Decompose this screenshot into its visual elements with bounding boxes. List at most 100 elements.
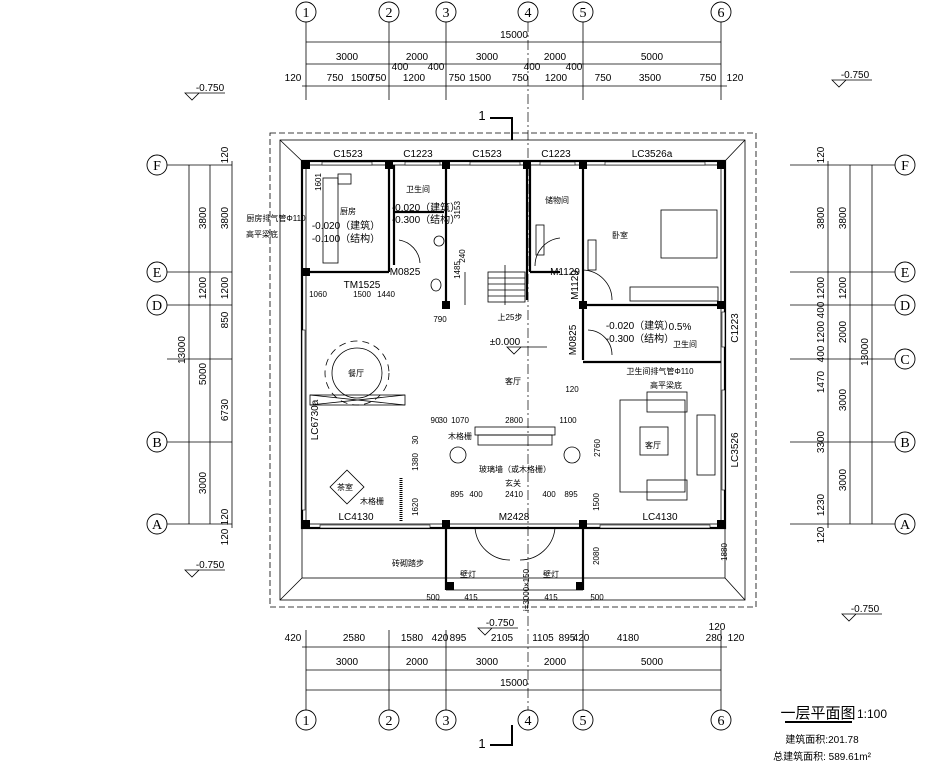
stairs [487,265,526,305]
column [442,520,450,528]
dim-detail-top: 400 [524,62,541,73]
dim-detail-right: 1230 [816,493,827,516]
dim-detail-bottom: 2105 [491,633,514,644]
axis-bubble [378,1,400,23]
washbasin-icon [430,278,442,292]
interior-dim: 1440 [377,290,395,299]
doors [398,237,613,561]
window-label: C1523 [472,149,502,160]
interior-dim: 400 [542,490,556,499]
dim-bay-top: 2000 [406,52,429,63]
column [446,582,454,590]
interior-dim: 415 [464,593,478,602]
column [302,161,310,169]
note-kitchen_beam: 高平梁底 [246,229,278,239]
interior-dim: 2800 [505,416,523,425]
axis-label: E [901,266,910,281]
window-label: C1223 [541,149,571,160]
dim-detail-bottom: 2580 [343,633,366,644]
axis-label: F [901,159,909,174]
interior-dim: 1070 [451,416,469,425]
dim-detail-top: 1200 [545,73,568,84]
axis-label: 1 [303,714,310,729]
axis-bubble [146,261,168,283]
interior-dim: 1500 [592,493,601,511]
window-label: LC6730a [310,399,321,440]
axis-label: 3 [443,714,450,729]
storage-shelf [535,224,545,256]
dim-detail-right: 400 [816,301,827,318]
axis-bubble [146,513,168,535]
floor-elevation-label: ±0.000 [490,337,521,348]
dim-detail-bottom: 420 [573,633,590,644]
column [385,161,393,169]
elevation-symbol-icon [831,79,872,88]
room-level-bath1_struct: -0.300（结构） [392,213,460,226]
note-bath_beam: 高平梁底 [650,380,682,390]
dim-bay-bottom: 5000 [641,657,664,668]
elevation-label: -0.750 [196,83,225,94]
interior-dim: 895 [450,490,464,499]
sofa-top [646,391,688,413]
axis-label: 5 [580,6,587,21]
coffee-table-icon [639,426,669,456]
interior-dim: 790 [433,315,447,324]
dim-detail-top: 750 [449,73,466,84]
column [579,520,587,528]
dim-detail-left: 120 [220,528,231,545]
dim-detail-top: 400 [428,62,445,73]
elevation-markers [184,79,882,636]
column [442,161,450,169]
drawing-scale: 1:100 [857,707,887,721]
kitchen-counter [322,177,339,264]
window-label: C1523 [333,149,363,160]
interior-dim: 2410 [505,490,523,499]
dim-detail-bottom: 895 [450,633,467,644]
window-label: C1223 [403,149,433,160]
dim-bay-left: 5000 [198,362,209,385]
dim-detail-top: 120 [285,73,302,84]
dim-detail-right: 1200 [816,320,827,343]
dim-bay-left: 1200 [198,276,209,299]
interior-dim: 1620 [411,498,420,516]
door-label: M1129 [570,270,581,300]
window-label: C1223 [730,313,741,343]
column [717,520,725,528]
note-wall_lamp_1: 壁灯 [460,569,476,579]
door-label: M0825 [568,324,579,355]
interior-dim: 30 [439,416,448,425]
total-building-area: 总建筑面积: 589.61m² [773,750,871,763]
furniture [309,173,719,522]
dim-detail-left: 3800 [220,206,231,229]
dim-detail-bottom: 895 [559,633,576,644]
room-label-living: 客厅 [505,376,521,386]
axis-label: 1 [303,6,310,21]
window-label: LC3526a [632,149,673,160]
axis-bubble [146,154,168,176]
dim-bay-left: 3000 [198,471,209,494]
axis-bubble [517,709,539,731]
interior-dim: 2760 [593,439,602,457]
axis-label: 2 [386,714,393,729]
axis-bubble [710,709,732,731]
elevation-symbol-icon [184,569,225,578]
dim-detail-top: 1200 [403,73,426,84]
axis-label: 2 [386,6,393,21]
note-kitchen_vent: 厨房排气管Φ110 [246,213,306,223]
dim-detail-bottom: 120 [709,622,726,633]
interior-dim: 120 [565,385,579,394]
axis-label: 5 [580,714,587,729]
rug [619,399,686,493]
axis-bubble [572,709,594,731]
dim-detail-left: 120 [220,508,231,525]
window-label: LC4130 [642,512,677,523]
interior-dim: 3153 [453,201,462,219]
sink-icon [337,173,352,185]
window-label: LC4130 [338,512,373,523]
axis-label: A [152,518,163,533]
axis-bubble [894,261,916,283]
axis-bubble [146,294,168,316]
room-level-bath2_slope: 0.5% [669,322,692,333]
column [302,268,310,276]
